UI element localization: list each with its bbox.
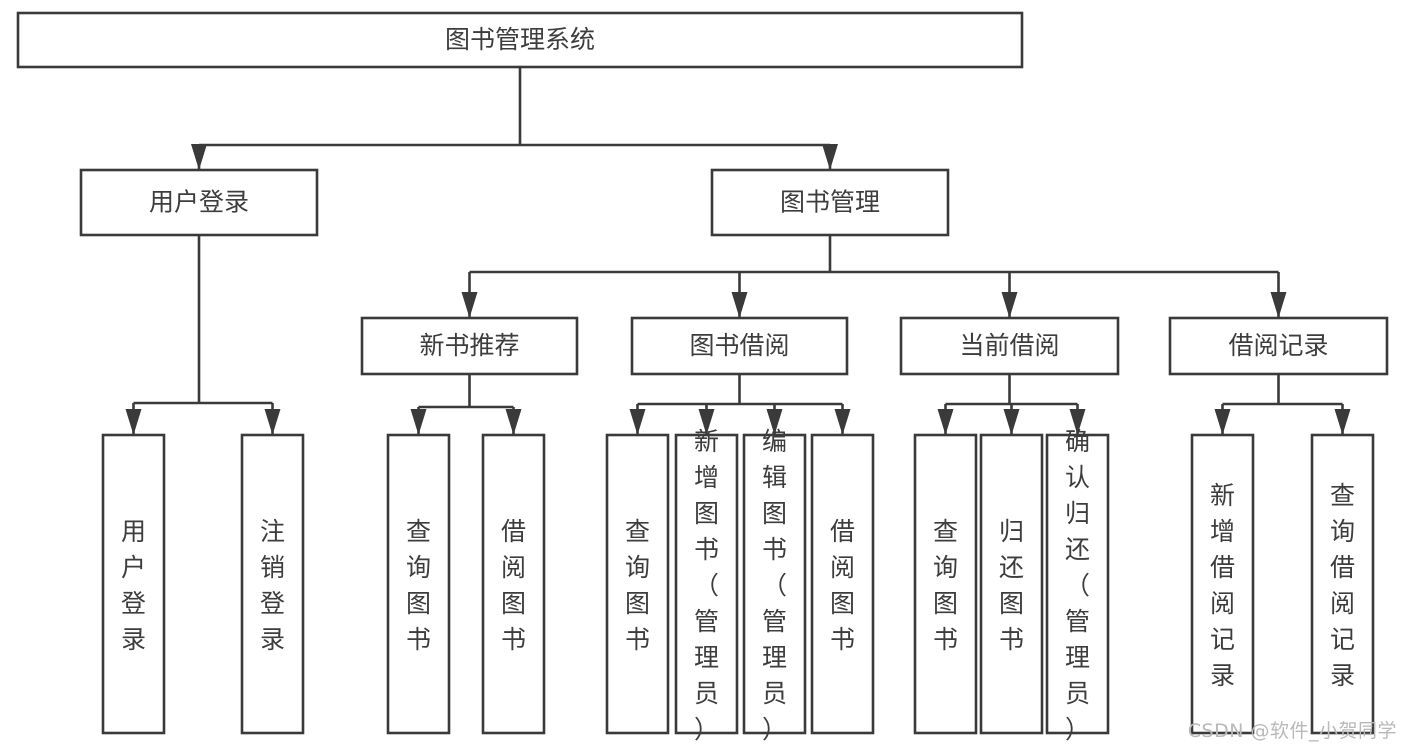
node-label: 查询图书 (406, 517, 431, 654)
leaf-node[interactable]: 借阅图书 (481, 433, 546, 735)
node-box[interactable] (1168, 316, 1389, 376)
arrow-head-icon (731, 292, 748, 318)
node-box[interactable] (240, 433, 305, 735)
arrow-head-icon (822, 144, 838, 170)
arrow-head-icon (937, 409, 954, 435)
node-label: 查询图书 (933, 517, 958, 654)
node-box[interactable] (79, 168, 319, 237)
leaf-node[interactable]: 新增图书（管理员） (674, 427, 739, 744)
level2-node[interactable]: 图书管理 (710, 168, 950, 237)
node-box[interactable] (386, 433, 451, 735)
node-box[interactable] (16, 11, 1024, 69)
arrow-head-icon (191, 144, 207, 170)
node-label: 借阅图书 (501, 517, 526, 654)
node-box[interactable] (481, 433, 546, 735)
leaf-node[interactable]: 借阅图书 (810, 433, 875, 735)
node-label: 查询图书 (625, 517, 650, 654)
leaf-node[interactable]: 查询图书 (386, 433, 451, 735)
node-label: 新增图书（管理员） (694, 427, 719, 744)
level2-node[interactable]: 用户登录 (79, 168, 319, 237)
node-label: 确认归还（管理员） (1065, 427, 1090, 744)
node-label: 新增借阅记录 (1210, 481, 1235, 690)
level3-node[interactable]: 当前借阅 (899, 316, 1120, 376)
node-box[interactable] (710, 168, 950, 237)
node-box[interactable] (810, 433, 875, 735)
arrow-head-icon (1003, 409, 1020, 435)
node-box[interactable] (1045, 433, 1110, 735)
arrow-head-icon (125, 409, 142, 435)
node-box[interactable] (605, 433, 670, 735)
arrow-head-icon (505, 409, 522, 435)
leaf-node[interactable]: 新增借阅记录 (1190, 433, 1255, 735)
leaf-node[interactable]: 查询图书 (605, 433, 670, 735)
arrow-head-icon (629, 409, 646, 435)
node-label: 用户登录 (121, 517, 146, 654)
node-box[interactable] (630, 316, 849, 376)
node-label: 新书推荐 (419, 331, 519, 360)
arrow-head-icon (1334, 409, 1351, 435)
arrow-head-icon (766, 409, 783, 435)
leaf-node[interactable]: 确认归还（管理员） (1045, 427, 1110, 744)
node-box[interactable] (1310, 433, 1375, 735)
level3-node[interactable]: 新书推荐 (360, 316, 579, 376)
node-label: 图书管理 (780, 188, 880, 217)
arrow-head-icon (264, 409, 281, 435)
node-box[interactable] (674, 433, 739, 735)
node-box[interactable] (1190, 433, 1255, 735)
node-box[interactable] (979, 433, 1044, 735)
arrow-head-icon (1214, 409, 1231, 435)
node-box[interactable] (742, 433, 807, 735)
arrow-head-icon (834, 409, 851, 435)
arrow-head-icon (1001, 292, 1018, 318)
node-label: 注销登录 (260, 517, 285, 654)
node-box[interactable] (913, 433, 978, 735)
node-label: 查询借阅记录 (1330, 481, 1355, 690)
node-label: 编辑图书（管理员） (762, 427, 787, 744)
leaf-node[interactable]: 归还图书 (979, 433, 1044, 735)
node-label: 用户登录 (149, 188, 249, 217)
root-node[interactable]: 图书管理系统 (16, 11, 1024, 69)
node-label: 归还图书 (999, 517, 1024, 654)
arrow-head-icon (1270, 292, 1287, 318)
arrow-head-icon (461, 292, 478, 318)
connectors-layer (125, 67, 1351, 435)
arrow-head-icon (698, 409, 715, 435)
node-box[interactable] (360, 316, 579, 376)
node-label: 借阅图书 (830, 517, 855, 654)
level3-node[interactable]: 借阅记录 (1168, 316, 1389, 376)
leaf-node[interactable]: 查询借阅记录 (1310, 433, 1375, 735)
arrow-head-icon (410, 409, 427, 435)
leaf-node[interactable]: 编辑图书（管理员） (742, 427, 807, 744)
csdn-watermark: CSDN @软件_小贺同学 (1187, 720, 1397, 742)
leaf-node[interactable]: 查询图书 (913, 433, 978, 735)
node-label: 当前借阅 (959, 331, 1059, 360)
arrow-head-icon (1069, 409, 1086, 435)
boxes-layer: 图书管理系统用户登录图书管理新书推荐图书借阅当前借阅借阅记录用户登录注销登录查询… (16, 11, 1389, 744)
node-label: 借阅记录 (1228, 331, 1328, 360)
level3-node[interactable]: 图书借阅 (630, 316, 849, 376)
node-label: 图书借阅 (689, 331, 789, 360)
node-label: 图书管理系统 (445, 25, 595, 54)
leaf-node[interactable]: 用户登录 (101, 433, 166, 735)
leaf-node[interactable]: 注销登录 (240, 433, 305, 735)
node-box[interactable] (101, 433, 166, 735)
node-box[interactable] (899, 316, 1120, 376)
